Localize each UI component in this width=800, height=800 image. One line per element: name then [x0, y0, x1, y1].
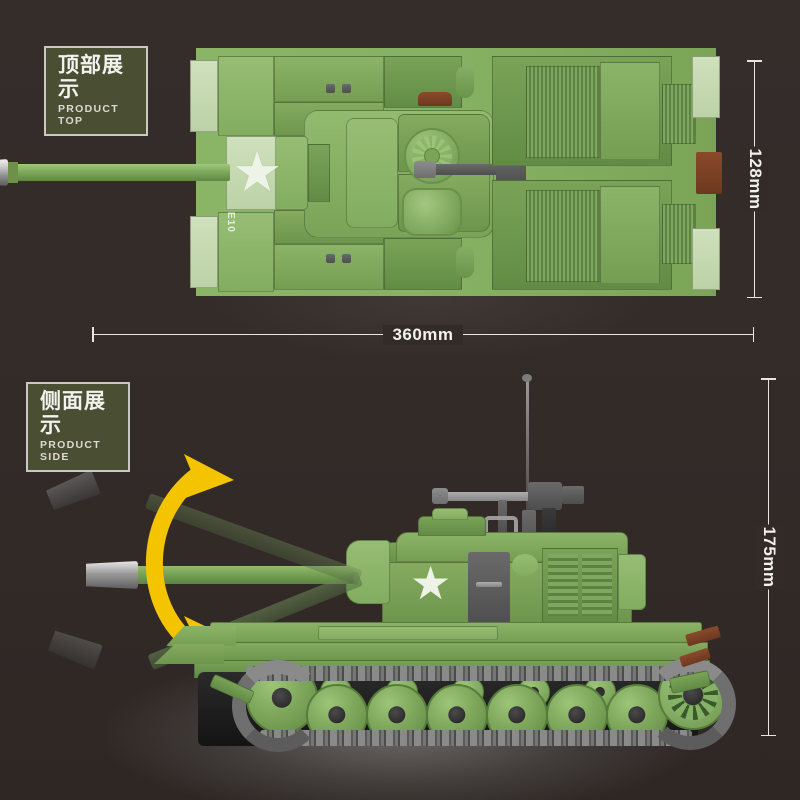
front-hull-panel-c [274, 56, 384, 102]
product-side-label-cn: 侧面展示 [40, 389, 106, 438]
cupola-cap [432, 508, 468, 520]
product-side-label-en: PRODUCT SIDE [40, 439, 102, 464]
rear-plate-right [692, 228, 720, 290]
rear-grille-b [662, 204, 696, 264]
tank-side-view: ★ [150, 374, 770, 752]
exhaust-block [696, 152, 722, 194]
deck-fitting-b [456, 246, 474, 278]
stud-c [326, 254, 335, 263]
main-gun-barrel-side [132, 566, 354, 584]
stud-b [342, 84, 351, 93]
stud-a [326, 84, 335, 93]
barrel-segment-ring [8, 162, 18, 183]
dimension-side-height-value: 175mm [754, 524, 783, 590]
aa-gun-flash-hider [432, 488, 448, 504]
antenna-tip [522, 374, 532, 382]
turret-decal-panel [226, 136, 276, 210]
front-plate-right [190, 216, 218, 288]
track-front-curve [232, 660, 324, 752]
decal-text-top: E10 [225, 212, 236, 233]
dimension-top-width-value: 360mm [383, 324, 463, 345]
aa-gun-receiver [528, 482, 562, 510]
star-emblem-side: ★ [410, 557, 452, 609]
front-hull-panel-d [274, 244, 384, 290]
machine-gun-muzzle-top [414, 161, 436, 178]
star-emblem-top: ★ [232, 140, 283, 203]
turret-bustle-end [618, 554, 646, 610]
loader-hatch [402, 188, 462, 236]
track-rear-curve [644, 658, 736, 750]
hull-panel-h [384, 238, 462, 290]
hull-tool-rail [318, 626, 498, 640]
aa-gun-stock [562, 486, 584, 504]
product-side-label: 侧面展示 PRODUCT SIDE [26, 382, 130, 473]
tank-top-view: ★ E10 [0, 48, 722, 296]
dimension-top-height: 128mm [740, 60, 769, 298]
product-top-label-cn: 顶部展示 [58, 53, 124, 102]
rear-grille-a [662, 84, 696, 144]
engine-grille-a [526, 66, 600, 158]
muzzle-brake-side [86, 561, 138, 589]
track-lower-run [260, 730, 692, 746]
rear-deck-panel-a [600, 62, 660, 160]
dimension-side-height: 175mm [754, 378, 783, 736]
muzzle-brake-top [0, 159, 8, 186]
front-hull-panel-b [218, 212, 274, 292]
product-top-label: 顶部展示 PRODUCT TOP [44, 46, 148, 137]
turret-grille-a [548, 554, 578, 616]
rear-plate-left [692, 56, 720, 118]
machine-gun-barrel-top [428, 164, 512, 175]
front-hull-panel-a [218, 56, 274, 136]
main-gun-barrel-top [16, 164, 230, 181]
mantlet-collar [308, 144, 330, 202]
radio-antenna [526, 378, 529, 510]
turret-roof-panel [346, 118, 398, 228]
product-top-label-en: PRODUCT TOP [58, 103, 120, 128]
hull-upper-side [202, 642, 708, 662]
deck-fitting-a [456, 66, 474, 98]
front-plate-left [190, 60, 218, 132]
dimension-top-height-value: 128mm [740, 146, 769, 212]
track-upper-run [246, 666, 706, 681]
tow-hook-top [418, 92, 452, 106]
turret-side-boss [512, 554, 538, 576]
stud-d [342, 254, 351, 263]
rear-deck-panel-b [600, 186, 660, 284]
turret-side-hatch [468, 552, 510, 626]
glacis-plate-a [166, 626, 236, 646]
mg-mount-arm [520, 152, 526, 184]
hatch-handle [476, 582, 502, 587]
engine-grille-b [526, 190, 600, 282]
dimension-top-width: 360mm [92, 324, 754, 345]
turret-grille-b [582, 554, 612, 616]
aa-machine-gun-barrel [438, 492, 530, 501]
glacis-plate-b [154, 644, 224, 664]
